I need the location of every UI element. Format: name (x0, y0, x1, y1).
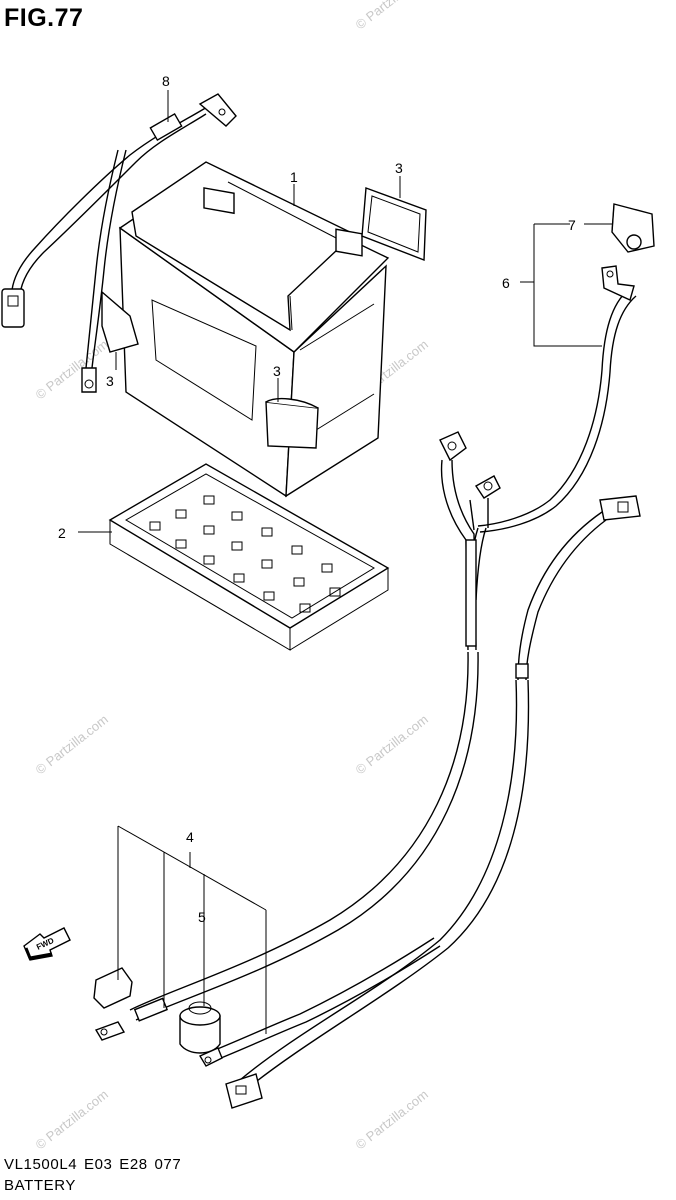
watermark: © Partzilla.com (353, 712, 431, 778)
watermark: © Partzilla.com (353, 0, 431, 32)
watermark: © Partzilla.com (353, 1087, 431, 1153)
part-2-battery-tray[interactable] (108, 463, 390, 651)
callout-6: 6 (502, 275, 510, 291)
diagram-code: VL1500L4 E03 E28 077 (4, 1156, 182, 1173)
part-4-boot[interactable] (93, 967, 133, 1009)
fwd-arrow-icon: FWD (23, 927, 71, 961)
part-3-pad-top[interactable] (361, 187, 427, 262)
part-4-lead-wire[interactable] (198, 495, 641, 1109)
watermark: © Partzilla.com (33, 712, 111, 778)
watermark: © Partzilla.com (33, 337, 111, 403)
callout-7: 7 (568, 217, 576, 233)
callout-5: 5 (198, 909, 206, 925)
callout-4: 4 (186, 829, 194, 845)
part-1-battery[interactable] (118, 161, 390, 498)
part-3-pad-side[interactable] (101, 290, 139, 353)
part-6-cable[interactable] (467, 265, 637, 601)
diagram-title: BATTERY (4, 1177, 76, 1194)
tray-slots (149, 495, 341, 613)
figure-title: FIG.77 (4, 4, 84, 32)
callout-3-pad-top: 3 (395, 160, 403, 176)
part-5-terminal-cap[interactable] (179, 1001, 221, 1054)
leader-lines (78, 90, 612, 1034)
part-8-cable[interactable] (1, 93, 237, 393)
part-7-terminal-cover[interactable] (611, 203, 655, 253)
callout-3-pad-side: 3 (106, 373, 114, 389)
callout-3-pad-front: 3 (273, 363, 281, 379)
callouts: 1 2 3 3 3 4 5 6 7 8 (58, 73, 576, 925)
callout-2: 2 (58, 525, 66, 541)
part-4-cable[interactable] (94, 431, 479, 1041)
callout-1: 1 (290, 169, 298, 185)
callout-8: 8 (162, 73, 170, 89)
watermark: © Partzilla.com (33, 1087, 111, 1153)
